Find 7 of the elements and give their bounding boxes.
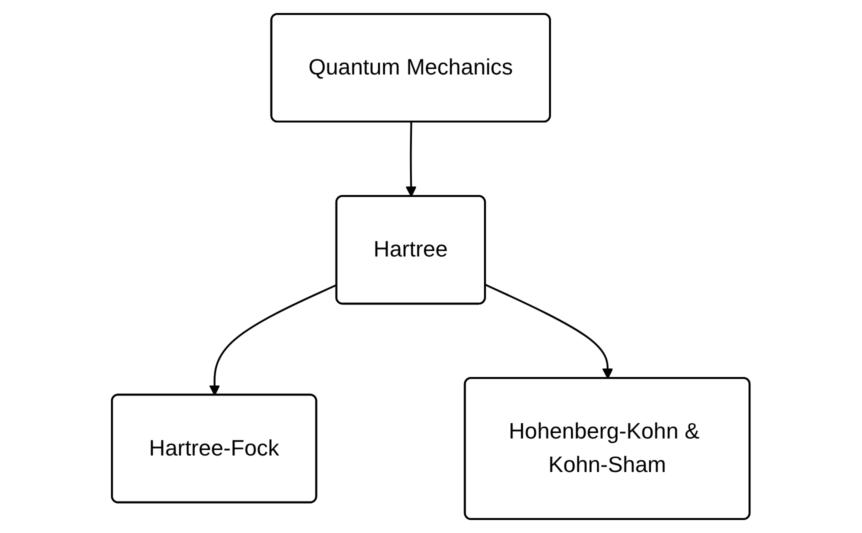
process-box: Quantum Mechanics — [270, 12, 552, 123]
process-box: Hartree — [336, 194, 486, 305]
arrow — [485, 284, 614, 380]
process-box: Hohenberg-Kohn & Kohn-Sham — [464, 377, 751, 520]
process-box: Hartree-Fock — [111, 394, 318, 504]
arrow — [406, 122, 417, 198]
arrow — [209, 284, 338, 396]
